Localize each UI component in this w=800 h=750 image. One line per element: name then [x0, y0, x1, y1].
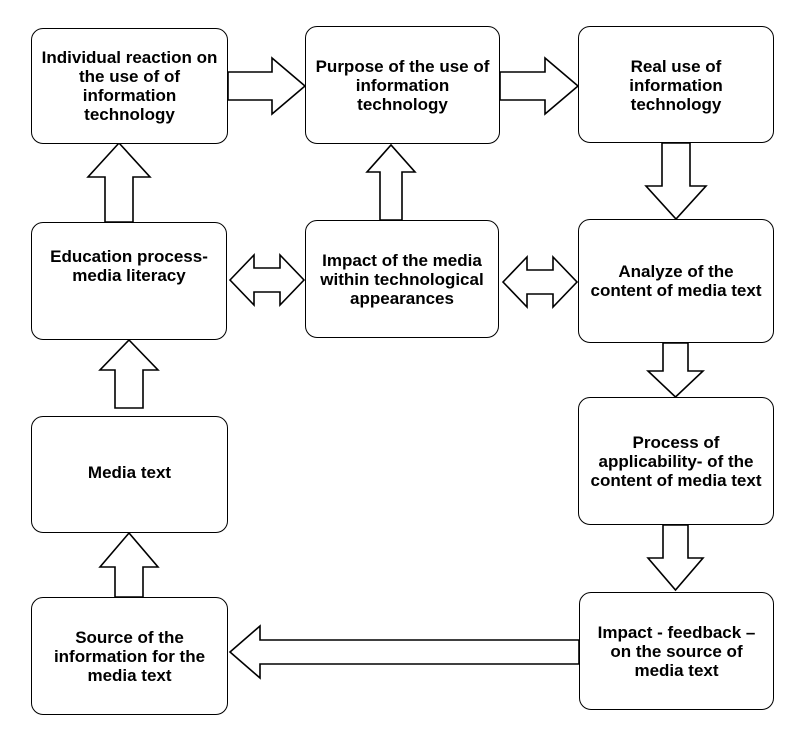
node-purpose-of-use: Purpose of the use of information techno…: [305, 26, 500, 144]
node-impact-feedback: Impact - feedback – on the source of med…: [579, 592, 774, 710]
node-real-use: Real use of information technology: [578, 26, 774, 143]
node-education-process: Education process- media literacy: [31, 222, 227, 340]
arrow-education-impact-bidirectional: [228, 253, 306, 307]
arrow-education-to-reaction: [86, 141, 152, 223]
arrow-source-to-media-text: [98, 531, 160, 598]
node-analyze-content: Analyze of the content of media text: [578, 219, 774, 343]
arrow-impact-to-purpose: [365, 143, 417, 221]
arrow-purpose-to-real-use: [499, 56, 580, 116]
node-process-applicability: Process of applicability- of the content…: [578, 397, 774, 525]
arrow-real-use-to-analyze: [644, 142, 708, 221]
arrow-analyze-to-process: [645, 342, 706, 399]
node-source-of-information: Source of the information for the media …: [31, 597, 228, 715]
arrow-reaction-to-purpose: [227, 56, 307, 116]
arrow-process-to-feedback: [646, 524, 705, 592]
arrow-feedback-to-source: [228, 624, 580, 680]
arrow-impact-analyze-bidirectional: [501, 255, 579, 309]
node-media-text: Media text: [31, 416, 228, 533]
arrow-media-text-to-education: [98, 338, 160, 409]
node-individual-reaction: Individual reaction on the use of of inf…: [31, 28, 228, 144]
node-impact-of-media: Impact of the media within technological…: [305, 220, 499, 338]
